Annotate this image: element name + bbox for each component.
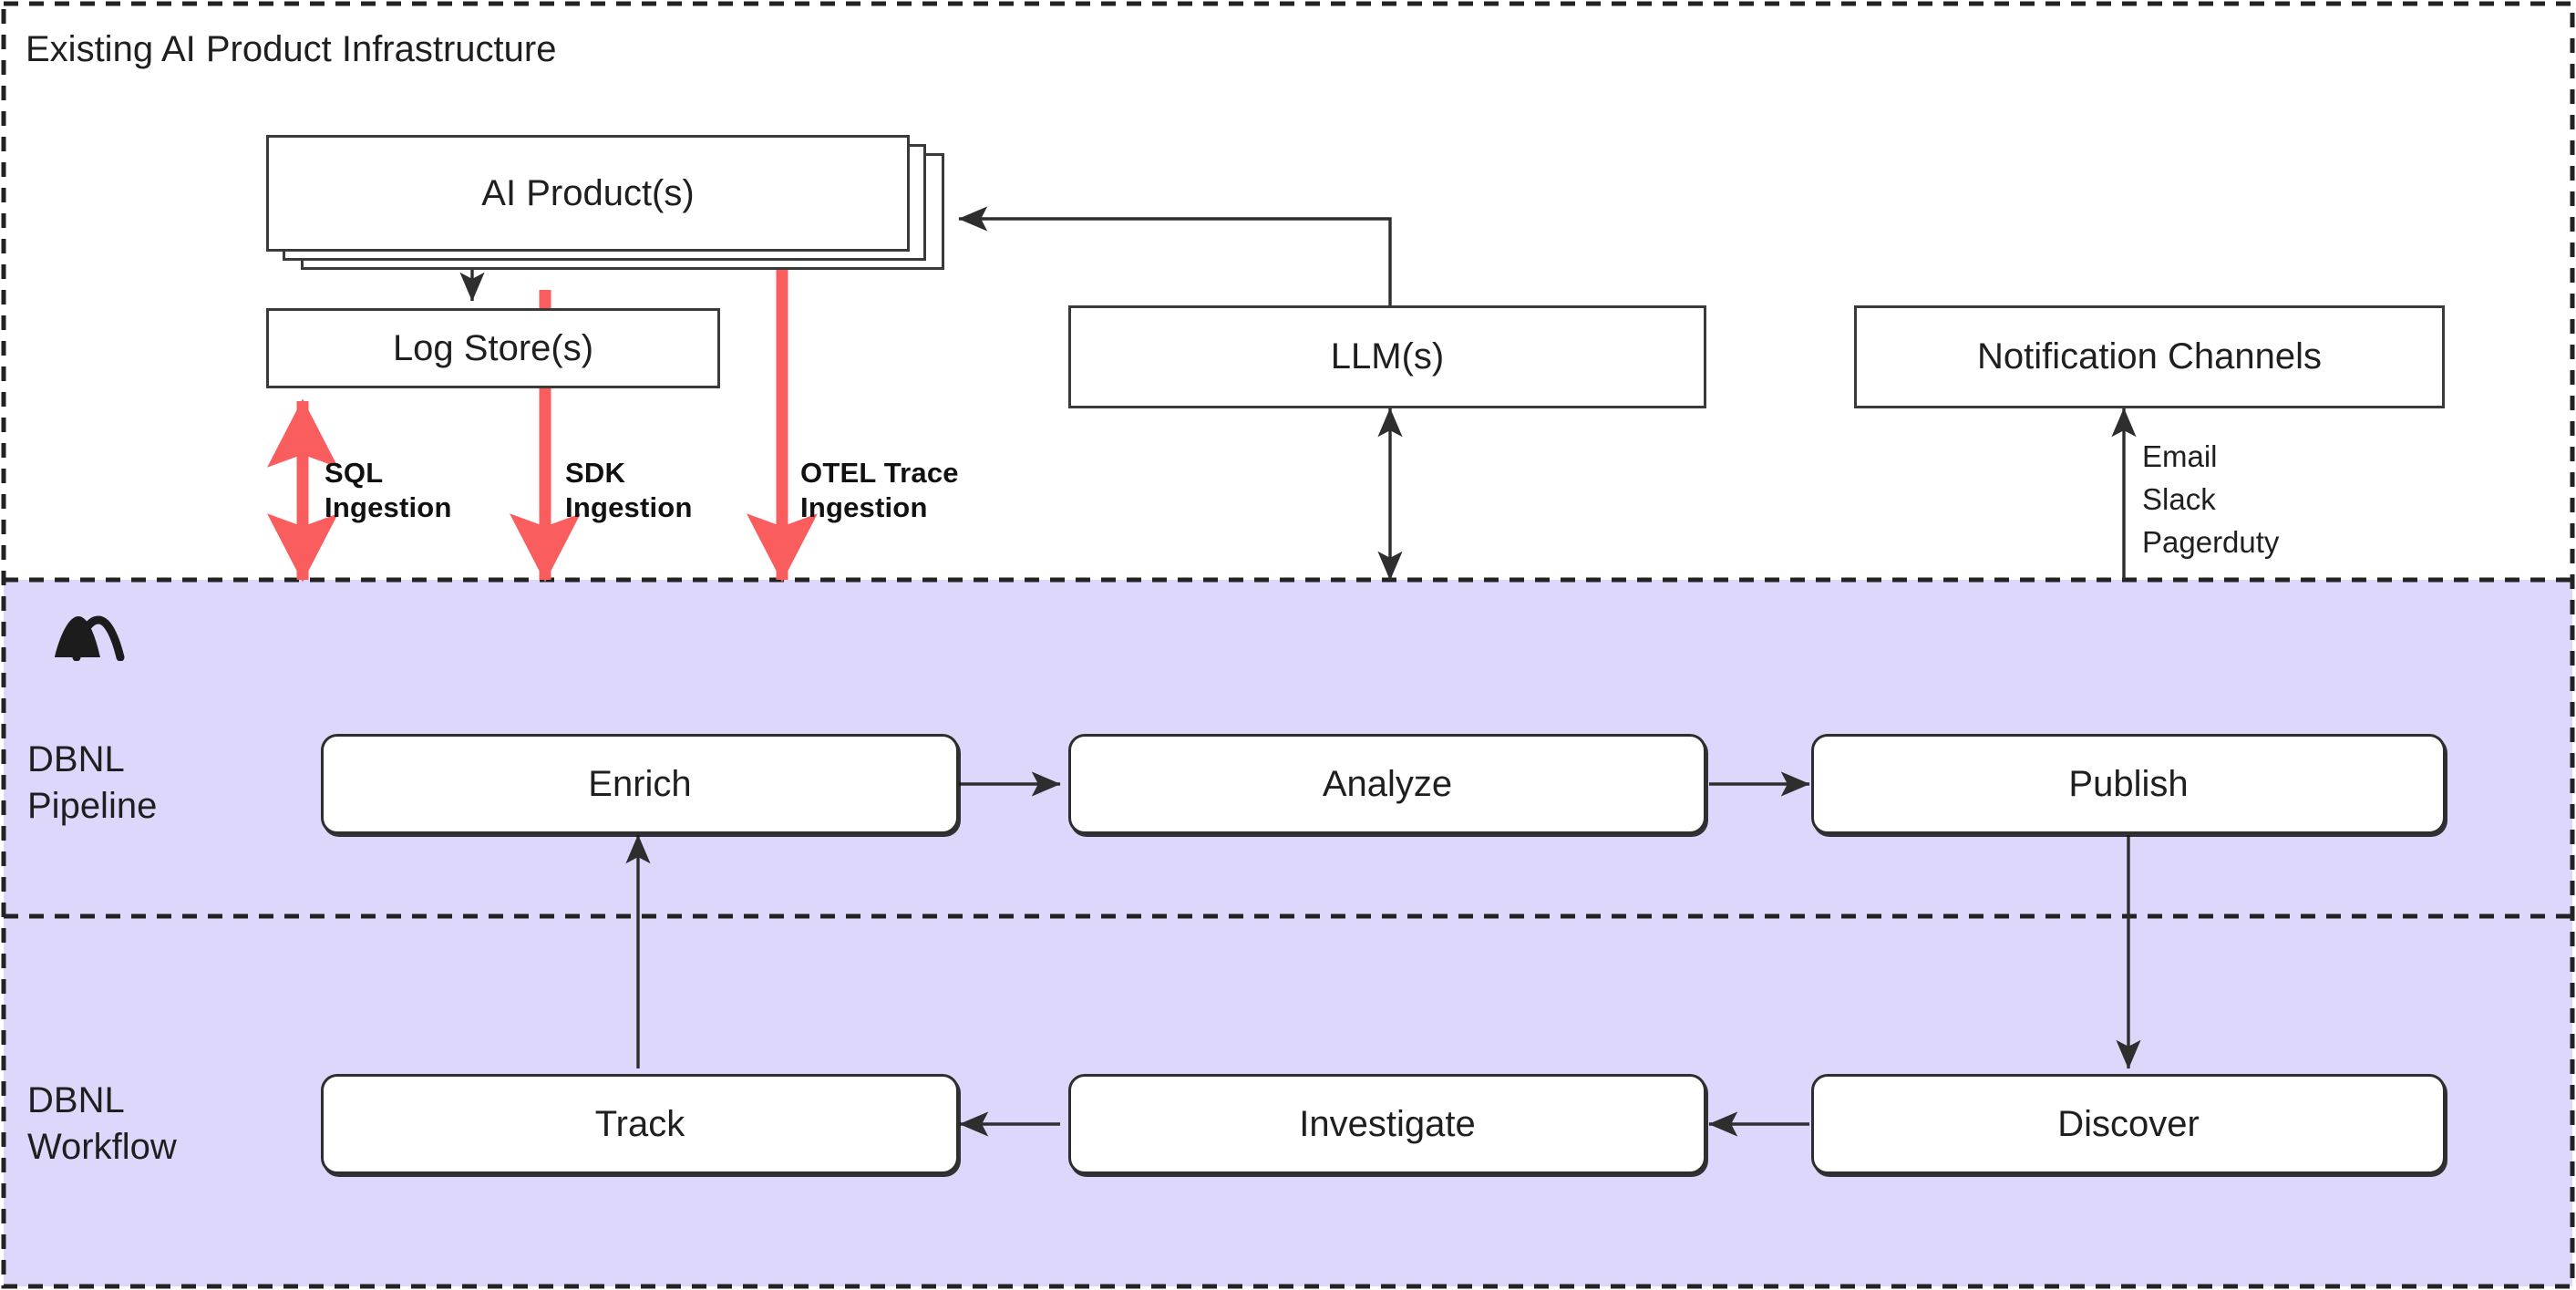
sdk-ingestion-label: SDK Ingestion (565, 457, 693, 523)
sql-ingestion-label: SQL Ingestion (325, 457, 452, 523)
band-title-pipeline: DBNL Pipeline (27, 739, 158, 827)
publish-node[interactable] (1811, 734, 2446, 834)
discover-node[interactable] (1811, 1074, 2446, 1174)
otel-ingestion-label: OTEL Trace Ingestion (800, 457, 959, 523)
enrich-node[interactable] (321, 734, 959, 834)
notification-methods-list: Email Slack Pagerduty (2142, 439, 2280, 559)
band-infra-background (4, 4, 2572, 580)
edge-llm-to-aiproduct (958, 206, 1392, 305)
band-title-workflow: DBNL Workflow (27, 1080, 177, 1168)
band-title-infra: Existing AI Product Infrastructure (26, 29, 557, 69)
log-store-node[interactable] (266, 308, 720, 388)
analyze-node[interactable] (1068, 734, 1706, 834)
investigate-node[interactable] (1068, 1074, 1706, 1174)
llm-node[interactable] (1068, 305, 1706, 408)
dbnl-mountain-logo (36, 615, 125, 661)
notification-channels-node[interactable] (1854, 305, 2445, 408)
track-node[interactable] (321, 1074, 959, 1174)
ai-product-card-front[interactable] (266, 135, 910, 252)
